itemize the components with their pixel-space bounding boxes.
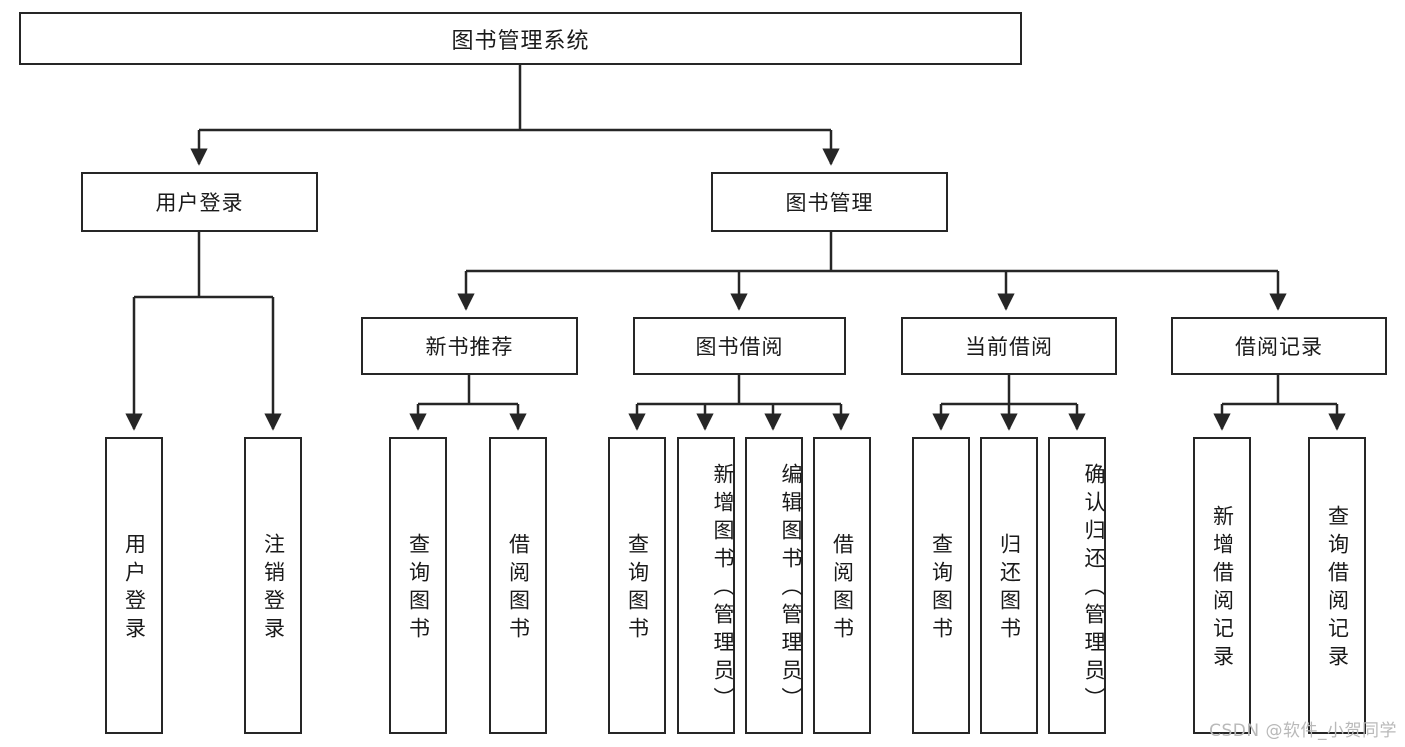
leaf-current-return-book[interactable]: 归还图书 — [980, 437, 1038, 734]
node-label: 新书推荐 — [425, 335, 514, 359]
leaf-borrow-edit-book-admin[interactable]: 编辑图书（管理员） — [745, 437, 803, 734]
node-label: 确认归还（管理员） — [1082, 462, 1106, 715]
node-label: 查询借阅记录 — [1325, 504, 1350, 673]
node-root-book-management-system[interactable]: 图书管理系统 — [19, 12, 1022, 65]
leaf-record-query-record[interactable]: 查询借阅记录 — [1308, 437, 1366, 734]
node-book-management[interactable]: 图书管理 — [711, 172, 948, 232]
leaf-new-book-query[interactable]: 查询图书 — [389, 437, 447, 734]
node-label: 图书管理 — [785, 191, 874, 215]
node-book-borrow[interactable]: 图书借阅 — [633, 317, 846, 375]
node-label: 用户登录 — [122, 532, 147, 645]
leaf-user-login-logout[interactable]: 注销登录 — [244, 437, 302, 734]
node-label: 借阅记录 — [1235, 335, 1323, 359]
node-label: 用户登录 — [155, 191, 244, 215]
node-label: 新增图书（管理员） — [711, 462, 735, 715]
node-label: 注销登录 — [261, 532, 286, 645]
node-label: 查询图书 — [625, 532, 650, 645]
node-borrow-record[interactable]: 借阅记录 — [1171, 317, 1387, 375]
leaf-borrow-add-book-admin[interactable]: 新增图书（管理员） — [677, 437, 735, 734]
node-label: 借阅图书 — [506, 532, 531, 645]
leaf-new-book-borrow[interactable]: 借阅图书 — [489, 437, 547, 734]
node-label: 当前借阅 — [965, 335, 1053, 359]
node-current-borrow[interactable]: 当前借阅 — [901, 317, 1117, 375]
node-label: 图书管理系统 — [451, 28, 590, 54]
node-label: 图书借阅 — [695, 335, 784, 359]
node-label: 归还图书 — [997, 532, 1022, 645]
leaf-record-add-record[interactable]: 新增借阅记录 — [1193, 437, 1251, 734]
watermark-text: CSDN @软件_小贺同学 — [1209, 721, 1397, 741]
leaf-borrow-query-book[interactable]: 查询图书 — [608, 437, 666, 734]
node-label: 查询图书 — [406, 532, 431, 645]
node-label: 编辑图书（管理员） — [779, 462, 803, 715]
node-new-book-recommend[interactable]: 新书推荐 — [361, 317, 578, 375]
node-label: 借阅图书 — [830, 532, 855, 645]
leaf-current-query-book[interactable]: 查询图书 — [912, 437, 970, 734]
node-label: 查询图书 — [929, 532, 954, 645]
node-user-login[interactable]: 用户登录 — [81, 172, 318, 232]
node-label: 新增借阅记录 — [1210, 504, 1235, 673]
leaf-borrow-borrow-book[interactable]: 借阅图书 — [813, 437, 871, 734]
leaf-user-login-login[interactable]: 用户登录 — [105, 437, 163, 734]
leaf-current-confirm-return-admin[interactable]: 确认归还（管理员） — [1048, 437, 1106, 734]
